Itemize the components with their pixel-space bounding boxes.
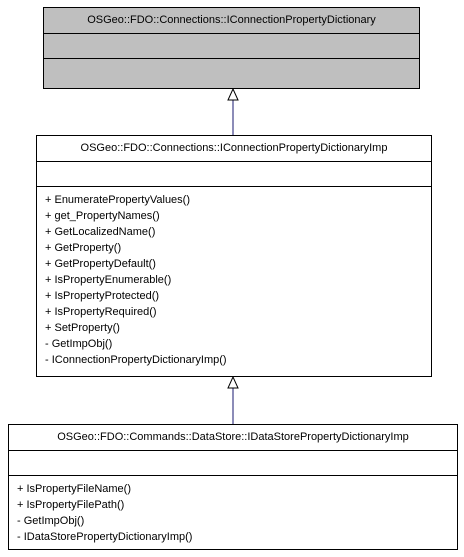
operation: - GetImpObj() bbox=[17, 515, 85, 527]
operation: + get_PropertyNames() bbox=[45, 210, 160, 222]
attributes-compartment bbox=[37, 161, 431, 186]
inheritance-arrowhead-middle bbox=[227, 375, 239, 389]
attributes-compartment bbox=[44, 33, 419, 58]
operation: + IsPropertyFileName() bbox=[17, 483, 132, 495]
class-name: OSGeo::FDO::Connections::IConnectionProp… bbox=[87, 14, 376, 26]
class-name: OSGeo::FDO::Commands::DataStore::IDataSt… bbox=[57, 431, 409, 443]
class-iconnectionpropertydictionaryimp[interactable]: OSGeo::FDO::Connections::IConnectionProp… bbox=[36, 135, 432, 377]
operation: - IDataStorePropertyDictionaryImp() bbox=[17, 531, 193, 543]
class-iconnectionpropertydictionary[interactable]: OSGeo::FDO::Connections::IConnectionProp… bbox=[43, 7, 420, 89]
class-name: OSGeo::FDO::Connections::IConnectionProp… bbox=[80, 142, 388, 154]
operation: + EnumeratePropertyValues() bbox=[45, 194, 191, 206]
operation: + GetProperty() bbox=[45, 242, 122, 254]
operations-compartment: + EnumeratePropertyValues() + get_Proper… bbox=[37, 186, 431, 372]
operations-compartment bbox=[44, 58, 419, 83]
class-idatastorepropertydictionaryimp[interactable]: OSGeo::FDO::Commands::DataStore::IDataSt… bbox=[8, 424, 458, 550]
inheritance-arrowhead-top bbox=[227, 87, 239, 101]
attributes-compartment bbox=[9, 450, 457, 475]
operation: + GetPropertyDefault() bbox=[45, 258, 156, 270]
operation: - GetImpObj() bbox=[45, 338, 113, 350]
operation: + IsPropertyEnumerable() bbox=[45, 274, 172, 286]
operations-compartment: + IsPropertyFileName() + IsPropertyFileP… bbox=[9, 475, 457, 549]
operation: + IsPropertyRequired() bbox=[45, 306, 157, 318]
operation: - IConnectionPropertyDictionaryImp() bbox=[45, 354, 227, 366]
operation: + IsPropertyProtected() bbox=[45, 290, 160, 302]
operation: + SetProperty() bbox=[45, 322, 120, 334]
operation: + GetLocalizedName() bbox=[45, 226, 156, 238]
operation: + IsPropertyFilePath() bbox=[17, 499, 125, 511]
